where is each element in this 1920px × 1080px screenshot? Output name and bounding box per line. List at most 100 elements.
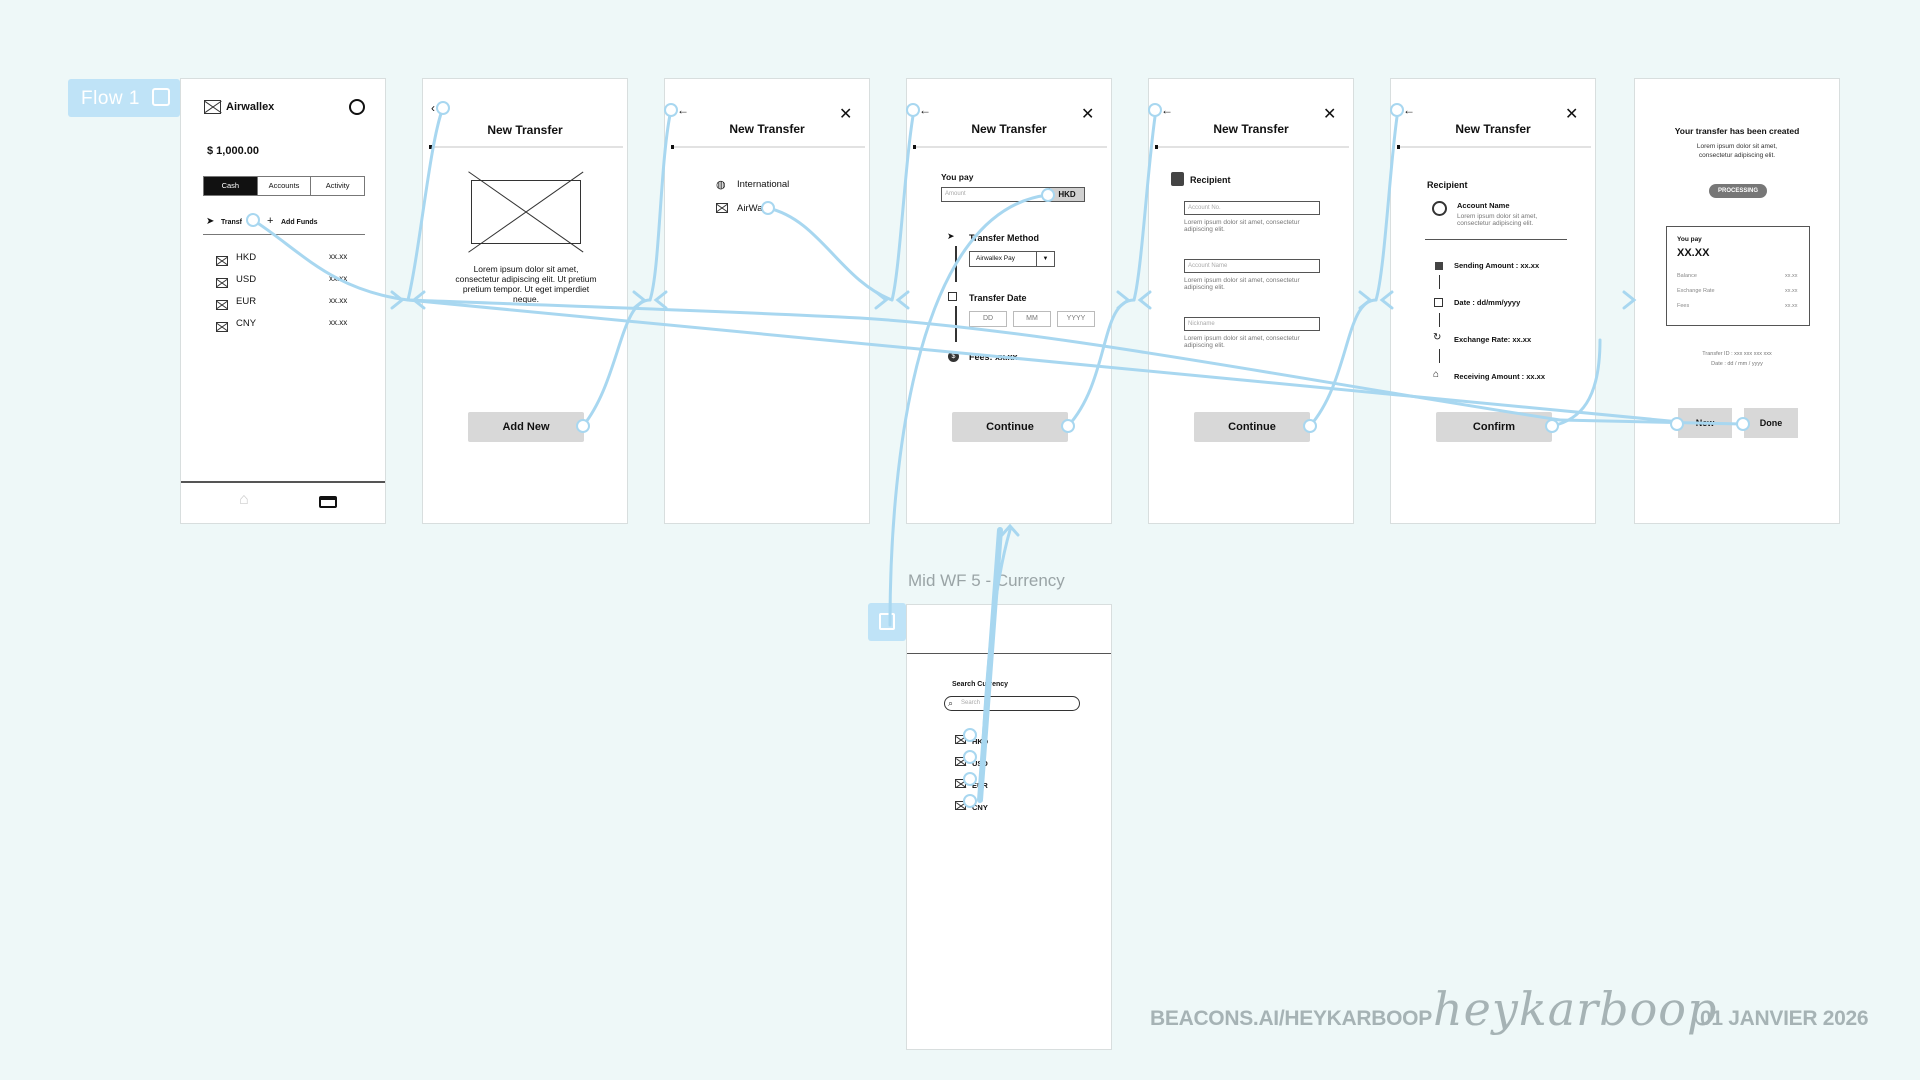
receipt-card: You pay XX.XX Balance xx.xx Exchange Rat… [1666, 226, 1810, 326]
back-arrow-icon[interactable]: ← [677, 103, 689, 117]
row-value: xx.xx [1785, 303, 1798, 309]
connector-node[interactable] [436, 101, 450, 115]
currency-value: xx.xx [329, 252, 348, 261]
row-label: Exchange Rate [1677, 288, 1715, 294]
tab-activity[interactable]: Activity [310, 177, 364, 195]
footer-link[interactable]: BEACONS.AI/HEYKARBOOP [1150, 1007, 1432, 1030]
connector-node[interactable] [1736, 417, 1750, 431]
currency-row[interactable]: EUR xx.xx [216, 296, 356, 310]
back-arrow-icon[interactable]: ← [1403, 103, 1415, 117]
connector-node[interactable] [246, 213, 260, 227]
close-icon[interactable]: ✕ [1323, 106, 1337, 123]
back-arrow-icon[interactable]: ‹ [431, 101, 435, 115]
continue-button[interactable]: Continue [952, 412, 1068, 442]
screen-recipient: ← New Transfer ✕ Recipient Account No. L… [1148, 78, 1354, 524]
option-international[interactable]: International [737, 179, 790, 190]
flag-icon [216, 255, 228, 266]
flow-label[interactable]: Flow 1 [68, 79, 180, 117]
connector-arrow [1622, 290, 1637, 310]
connector-node[interactable] [1041, 188, 1055, 202]
subflow-label: Mid WF 5 - Currency [908, 571, 1065, 590]
status-badge: PROCESSING [1709, 184, 1767, 198]
connector-node[interactable] [1303, 419, 1317, 433]
option-airwallex[interactable]: AirWa [737, 203, 763, 214]
screen-transfer-type: ← New Transfer ✕ ◍ International AirWa [664, 78, 870, 524]
success-subtext: Lorem ipsum dolor sit amet, consectetur … [1696, 143, 1778, 159]
search-icon: ⌕ [948, 698, 954, 708]
connector-node[interactable] [664, 103, 678, 117]
nickname-input[interactable]: Nickname [1184, 317, 1320, 331]
currency-selector[interactable]: HKD [1049, 187, 1085, 202]
year-input[interactable]: YYYY [1057, 311, 1095, 327]
footer-date: 01 JANVIER 2026 [1700, 1007, 1869, 1030]
chevron-down-icon: ▼ [1036, 252, 1054, 266]
close-icon[interactable]: ✕ [1081, 106, 1095, 123]
currency-row[interactable]: CNY xx.xx [216, 318, 356, 332]
connector-node[interactable] [1670, 417, 1684, 431]
timeline [1439, 349, 1440, 363]
tab-cash[interactable]: Cash [204, 177, 257, 195]
connector-line [890, 108, 916, 302]
search-input[interactable]: ⌕Search [944, 696, 1080, 711]
card-icon[interactable] [319, 496, 337, 508]
account-subtext: Lorem ipsum dolor sit amet, consectetur … [1457, 213, 1538, 227]
connector-node[interactable] [963, 728, 977, 742]
close-icon[interactable]: ✕ [839, 106, 853, 123]
month-input[interactable]: MM [1013, 311, 1051, 327]
currency-value: xx.xx [329, 318, 348, 327]
continue-button[interactable]: Continue [1194, 412, 1310, 442]
connector-node[interactable] [576, 419, 590, 433]
transfer-link[interactable]: Transf [221, 219, 243, 226]
connector-arrow [390, 290, 426, 310]
connector-node[interactable] [1545, 419, 1559, 433]
account-no-input[interactable]: Account No. [1184, 201, 1320, 215]
recipient-label: Recipient [1427, 180, 1468, 190]
connector-line [1132, 108, 1158, 302]
connector-arrow [1358, 290, 1394, 310]
currency-row[interactable]: HKD xx.xx [216, 252, 356, 266]
connector-line [1550, 338, 1602, 428]
refresh-icon: ↻ [1433, 332, 1442, 343]
subflow-icon[interactable] [868, 603, 906, 641]
logo-icon [204, 100, 221, 114]
plus-icon: + [267, 215, 274, 227]
profile-icon[interactable] [349, 99, 365, 115]
connector-node[interactable] [1148, 103, 1162, 117]
wallet-icon [1435, 262, 1443, 270]
tab-accounts[interactable]: Accounts [256, 177, 311, 195]
back-arrow-icon[interactable]: ← [1161, 103, 1173, 117]
done-button[interactable]: Done [1744, 408, 1798, 438]
account-name-input[interactable]: Account Name [1184, 259, 1320, 273]
day-input[interactable]: DD [969, 311, 1007, 327]
method-select[interactable]: Airwallex Pay▼ [969, 251, 1055, 267]
transfer-date-label: Transfer Date [969, 293, 1027, 303]
divider [907, 653, 1111, 654]
close-icon[interactable]: ✕ [1565, 106, 1579, 123]
add-funds-link[interactable]: Add Funds [281, 219, 318, 226]
add-new-button[interactable]: Add New [468, 412, 584, 442]
connector-node[interactable] [963, 794, 977, 808]
transfer-date: Date : dd / mm / yyyy [1711, 361, 1763, 367]
connector-node[interactable] [906, 103, 920, 117]
connector-node[interactable] [963, 750, 977, 764]
progress-bar [1155, 145, 1349, 149]
connector-node[interactable] [963, 772, 977, 786]
avatar-icon [1432, 201, 1447, 216]
connector-line [251, 218, 1562, 422]
connector-node[interactable] [1390, 103, 1404, 117]
send-icon: ➤ [947, 231, 955, 241]
back-arrow-icon[interactable]: ← [919, 103, 931, 117]
balance: $ 1,000.00 [207, 145, 259, 157]
home-icon[interactable]: ⌂ [239, 491, 249, 508]
connector-node[interactable] [1061, 419, 1075, 433]
connector-node[interactable] [761, 201, 775, 215]
connector-arrow [874, 290, 910, 310]
progress-bar [671, 145, 865, 149]
connector-arrow [1116, 290, 1152, 310]
connector-line [977, 527, 1003, 803]
currency-value: xx.xx [329, 296, 348, 305]
bottom-nav [181, 481, 385, 483]
timeline [1439, 275, 1440, 289]
currency-code: EUR [236, 296, 257, 307]
